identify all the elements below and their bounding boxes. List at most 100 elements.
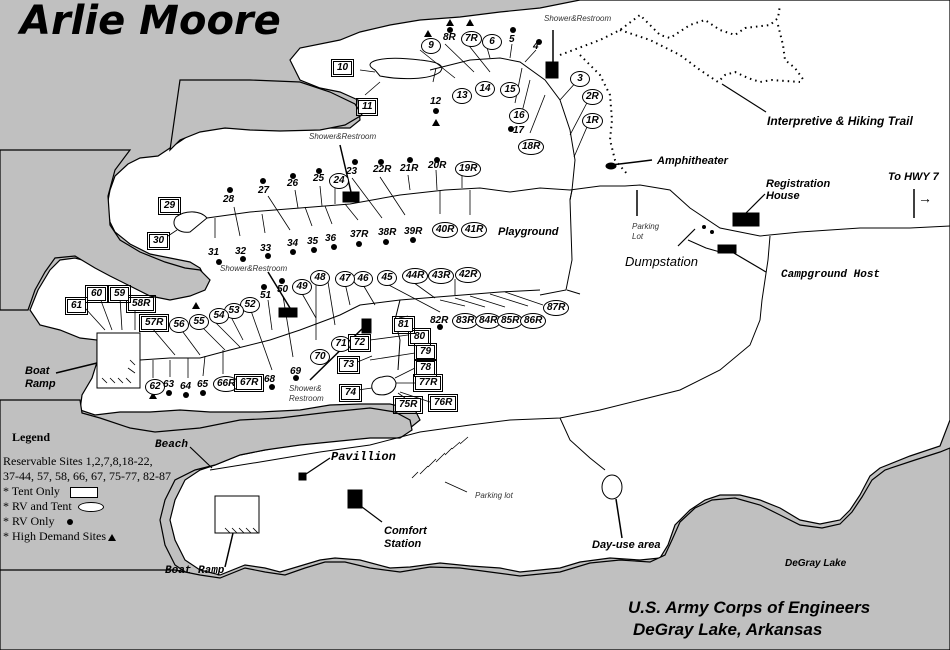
beach-label: Beach xyxy=(155,439,189,451)
campsite-65: 65 xyxy=(197,379,209,390)
registration-house-label-1: Registration xyxy=(766,178,831,190)
boat-ramp-south xyxy=(214,495,260,534)
shower-low-label: Shower&Restroom xyxy=(220,264,288,273)
campsite-62: 62 xyxy=(145,379,165,395)
campsite-26: 26 xyxy=(287,178,299,189)
shower-bottom-building xyxy=(361,318,372,334)
campsite-5: 5 xyxy=(509,34,515,45)
campsite-32: 32 xyxy=(235,246,247,257)
campsite-15: 15 xyxy=(500,82,520,98)
campsite-49: 49 xyxy=(292,279,312,295)
credit-line-1: U.S. Army Corps of Engineers xyxy=(628,598,871,617)
campsite-64: 64 xyxy=(180,381,192,392)
campsite-54: 54 xyxy=(209,308,229,324)
campsite-16: 16 xyxy=(509,108,529,124)
comfort-station-label-2: Station xyxy=(384,538,422,550)
campsite-81: 81 xyxy=(391,316,416,334)
rv-only-dots xyxy=(166,27,542,398)
interpretive-trail-label: Interpretive & Hiking Trail xyxy=(767,114,913,128)
boat-ramp-west-label-2: Ramp xyxy=(25,378,56,390)
to-hwy-label: To HWY 7 xyxy=(888,171,939,183)
credit-block: U.S. Army Corps of Engineers DeGray Lake… xyxy=(628,597,870,641)
legend: Legend Reservable Sites 1,2,7,8,18-22, 3… xyxy=(3,430,171,544)
campsite-40R: 40R xyxy=(432,222,459,238)
campsite-71: 71 xyxy=(331,336,351,352)
boat-ramp-south-pointer xyxy=(224,532,234,568)
hiking-trail xyxy=(559,4,806,176)
campsite-82R: 82R xyxy=(430,315,449,326)
campsite-86R: 86R xyxy=(520,313,547,329)
shower-bottom-label-1: Shower& xyxy=(289,384,322,393)
campsite-25: 25 xyxy=(313,173,325,184)
campsite-8R: 8R xyxy=(443,32,456,43)
campsite-42R: 42R xyxy=(455,267,482,283)
campsite-21R: 21R xyxy=(400,163,419,174)
campsite-23: 23 xyxy=(346,166,358,177)
campsite-70: 70 xyxy=(310,349,330,365)
campsite-45: 45 xyxy=(377,270,397,286)
campsite-10: 10 xyxy=(330,59,355,77)
shower-top-building xyxy=(545,61,559,79)
lake-label: DeGray Lake xyxy=(785,558,847,569)
legend-rv-and-tent: * RV and Tent xyxy=(3,499,72,513)
high-demand-markers xyxy=(149,19,474,399)
campsite-44R: 44R xyxy=(402,268,429,284)
campsite-41R: 41R xyxy=(461,222,488,238)
campsite-74: 74 xyxy=(338,384,363,402)
campsite-60: 60 xyxy=(84,285,109,303)
shower-top-label: Shower&Restroom xyxy=(544,14,612,23)
campsite-13: 13 xyxy=(452,88,472,104)
campsite-55: 55 xyxy=(189,314,209,330)
campsite-19R: 19R xyxy=(455,161,482,177)
campsite-80: 80 xyxy=(407,328,432,346)
campground-host-label: Campground Host xyxy=(781,269,881,281)
shower-mid-building xyxy=(342,191,360,203)
legend-reservable-1: Reservable Sites 1,2,7,8,18-22, xyxy=(3,454,153,468)
boat-ramp-south-label: Boat Ramp xyxy=(165,565,225,577)
campsite-3: 3 xyxy=(570,71,590,87)
campsite-1R: 1R xyxy=(582,113,603,129)
lake-south xyxy=(0,447,950,650)
campsite-85R: 85R xyxy=(497,313,524,329)
campsite-20R: 20R xyxy=(428,160,447,171)
shower-bottom-label-2: Restroom xyxy=(289,394,324,403)
campsite-50: 50 xyxy=(277,284,289,295)
campsite-28: 28 xyxy=(223,194,235,205)
campsite-39R: 39R xyxy=(404,226,423,237)
campsite-4: 4 xyxy=(533,41,539,52)
comfort-station-building xyxy=(347,489,363,509)
campsite-73: 73 xyxy=(336,356,361,374)
campsite-46: 46 xyxy=(353,271,373,287)
comfort-station-label-1: Comfort xyxy=(384,525,427,537)
campsite-68: 68 xyxy=(264,374,276,385)
campsite-48: 48 xyxy=(310,270,330,286)
credit-line-2: DeGray Lake, Arkansas xyxy=(633,620,823,639)
campsite-63: 63 xyxy=(163,379,175,390)
campsite-67R: 67R xyxy=(233,374,265,392)
day-use-area-label: Day-use area xyxy=(592,539,661,551)
campsite-17: 17 xyxy=(513,125,525,136)
campsite-72: 72 xyxy=(347,334,372,352)
trail-pointer xyxy=(721,83,767,113)
legend-tent-only: * Tent Only xyxy=(3,484,60,498)
campsite-61: 61 xyxy=(64,297,89,315)
campsite-34: 34 xyxy=(287,238,299,249)
campsite-75R: 75R xyxy=(392,396,424,414)
legend-rv-only: * RV Only xyxy=(3,514,55,528)
boat-ramp-west xyxy=(96,332,141,389)
campsite-6: 6 xyxy=(482,34,502,50)
campsite-38R: 38R xyxy=(378,227,397,238)
dumpstation-label: Dumpstation xyxy=(625,254,698,269)
campsite-12: 12 xyxy=(430,96,442,107)
roads xyxy=(110,57,950,500)
campsite-78: 78 xyxy=(413,359,438,377)
campsite-22R: 22R xyxy=(373,164,392,175)
boat-ramp-west-pointer xyxy=(55,362,98,374)
campsite-66R: 66R xyxy=(213,376,240,392)
parking-lot-upper-label-1: Parking xyxy=(632,222,660,231)
registration-house-building xyxy=(732,212,760,227)
campsite-35: 35 xyxy=(307,236,319,247)
campsite-30: 30 xyxy=(146,232,171,250)
shower-mid-label: Shower&Restroom xyxy=(309,132,377,141)
shower-low-building xyxy=(278,307,298,318)
